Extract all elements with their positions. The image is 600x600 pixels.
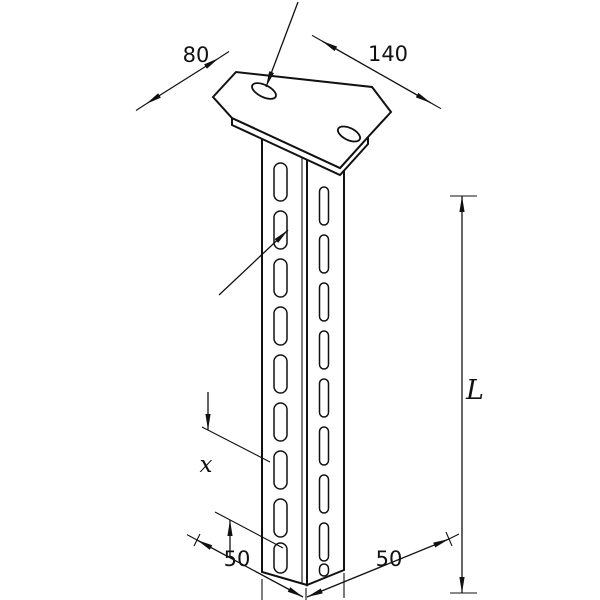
dimension-plate-length: 140 [311, 34, 442, 110]
u-channel-profile [261, 126, 345, 587]
dimension-line-50-right [306, 538, 450, 598]
dimension-line-50-left [196, 539, 304, 598]
channel-slot-column-front [273, 162, 288, 574]
dimension-overshoot [430, 102, 442, 110]
channel-slot [318, 186, 330, 226]
channel-slot [318, 234, 330, 274]
dimension-base-widths: 50 50 [186, 531, 460, 600]
channel-slot [318, 426, 330, 466]
dimension-line-140 [321, 40, 432, 104]
dim-x-label: x [200, 452, 213, 478]
channel-slot [273, 402, 288, 442]
channel-slot [273, 258, 288, 298]
channel-slot [273, 306, 288, 346]
channel-slot [273, 498, 288, 538]
channel-slot [273, 450, 288, 490]
dim-140-label: 140 [368, 42, 408, 66]
channel-slot [273, 210, 288, 250]
dimension-extension-line [201, 426, 271, 463]
leader-arrow-profile [218, 229, 289, 296]
channel-slot [318, 330, 330, 370]
dimension-overshoot [186, 534, 198, 541]
dimension-plate-width: 80 [135, 43, 230, 111]
dimension-witness-tick [445, 531, 453, 547]
channel-slot [318, 474, 330, 514]
dim-L-label: L [465, 375, 484, 406]
channel-slot [318, 522, 330, 562]
channel-slot [318, 378, 330, 418]
leader-callouts [218, 1, 299, 296]
dimension-overshoot [448, 533, 460, 540]
dimension-line-80 [145, 57, 220, 105]
channel-slot [273, 354, 288, 394]
dimension-overshoot [135, 103, 147, 111]
channel-slot [318, 563, 330, 577]
channel-slot [273, 542, 288, 574]
dimension-profile-length: L [450, 195, 484, 594]
dim-50-right-label: 50 [376, 547, 403, 571]
plate-slot-hole-right [336, 125, 362, 143]
dimension-overshoot [218, 51, 230, 59]
dim-50-left-label: 50 [224, 547, 251, 571]
channel-slot [273, 162, 288, 202]
dim-80-label: 80 [183, 43, 210, 67]
dimension-overshoot [311, 34, 323, 42]
dimension-witness-tick [193, 533, 201, 547]
leader-arrow-plate-hole [265, 1, 299, 88]
channel-slot [318, 282, 330, 322]
